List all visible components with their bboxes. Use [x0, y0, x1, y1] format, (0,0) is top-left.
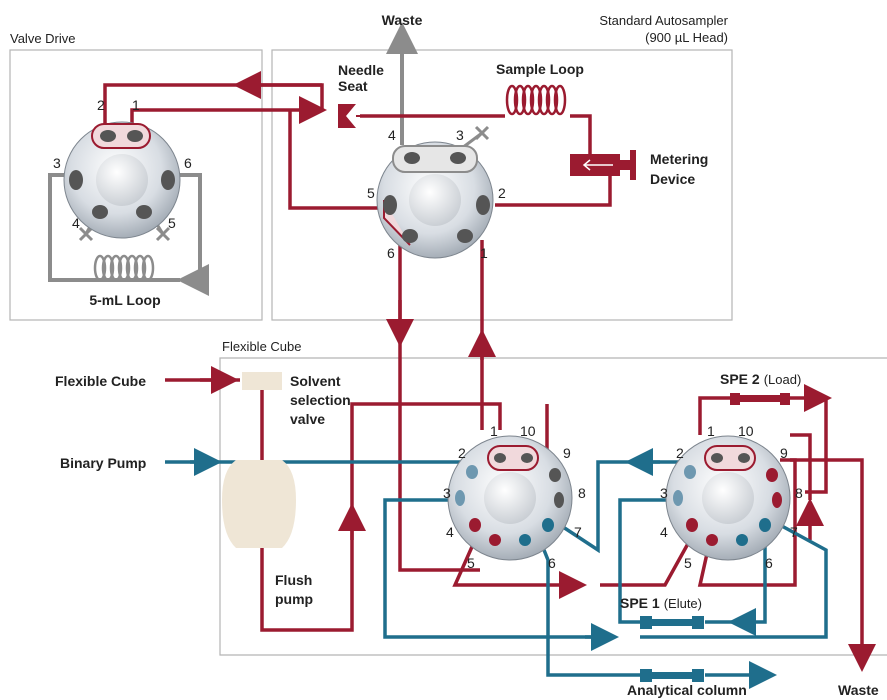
spe2-cartridge-icon [730, 393, 790, 405]
port-a-9: 9 [563, 445, 571, 461]
port-vd-1: 1 [132, 97, 140, 113]
v10b-8-line [790, 433, 812, 500]
analytical-column-icon [640, 669, 704, 682]
label-metering-2: Device [650, 171, 695, 187]
v10a3-to-v10b [383, 498, 612, 639]
label-binary-pump: Binary Pump [60, 455, 146, 471]
needle-seat-icon [338, 104, 362, 128]
label-flexible-cube-in: Flexible Cube [55, 373, 146, 389]
spe1-cartridge-icon [640, 616, 704, 629]
spe1-return [705, 540, 767, 624]
port-a-10: 10 [520, 423, 536, 439]
vd-to-as5 [288, 110, 380, 210]
port-a-8: 8 [578, 485, 586, 501]
v10b4-line [600, 539, 692, 587]
port-a-5: 5 [467, 555, 475, 571]
label-sample-loop: Sample Loop [496, 61, 584, 77]
red-lines [103, 71, 876, 672]
label-spe1: SPE 1(Elute) [620, 595, 702, 611]
ten-port-valve-a [447, 435, 573, 561]
waste-bottom-line [790, 458, 876, 672]
valve-drive-box [9, 49, 263, 321]
valve-drive-valve [63, 121, 181, 239]
port-b-5: 5 [684, 555, 692, 571]
ten-port-valve-b [665, 435, 791, 561]
label-5ml-loop: 5-mL Loop [89, 292, 160, 308]
port-b-2: 2 [676, 445, 684, 461]
sample-loop-coil-icon [505, 84, 567, 116]
loop-5ml-coil-icon [93, 254, 155, 282]
label-flush-1: Flush [275, 572, 312, 588]
solvent-selection-valve-icon [242, 372, 282, 390]
as6-down [398, 238, 480, 572]
port-a-7: 7 [574, 524, 582, 540]
port-as-2: 2 [498, 185, 506, 201]
port-b-8: 8 [795, 485, 803, 501]
label-analytical-column: Analytical column [627, 682, 747, 698]
flush-pump-icon [222, 460, 296, 548]
port-as-3: 3 [456, 127, 464, 143]
label-needle-2: Seat [338, 78, 368, 94]
port-vd-5: 5 [168, 215, 176, 231]
port-a-1: 1 [490, 423, 498, 439]
vd1-to-needle [130, 96, 327, 130]
port-vd-6: 6 [184, 155, 192, 171]
loop-5ml-return [168, 173, 209, 296]
v10a5-to-v10b [452, 539, 587, 599]
port-b-10: 10 [738, 423, 754, 439]
as2-to-meter [495, 170, 612, 207]
label-flush-2: pump [275, 591, 313, 607]
metering-device-icon [570, 150, 636, 180]
port-b-7: 7 [790, 524, 798, 540]
port-as-5: 5 [367, 185, 375, 201]
label-std-autosampler-1: Standard Autosampler [599, 13, 728, 28]
v10b7-to-col [640, 523, 828, 639]
port-b-6: 6 [765, 555, 773, 571]
label-solvent-3: valve [290, 411, 325, 427]
label-metering-1: Metering [650, 151, 708, 167]
flexible-cube-box [219, 357, 887, 656]
port-as-4: 4 [388, 127, 396, 143]
autosampler-valve [376, 141, 494, 259]
v10b3-to-spe1 [618, 498, 690, 624]
label-needle-1: Needle [338, 62, 384, 78]
label-waste-top: Waste [382, 12, 423, 28]
port-b-3: 3 [660, 485, 668, 501]
port-vd-3: 3 [53, 155, 61, 171]
blue-lines [165, 448, 828, 689]
label-waste-bottom: Waste [838, 682, 879, 698]
port-b-1: 1 [707, 423, 715, 439]
port-vd-2: 2 [97, 97, 105, 113]
label-flexible-cube-box: Flexible Cube [222, 339, 302, 354]
label-std-autosampler-2: (900 µL Head) [645, 30, 728, 45]
port-a-6: 6 [548, 555, 556, 571]
port-b-9: 9 [780, 445, 788, 461]
port-a-3: 3 [443, 485, 451, 501]
label-solvent-1: Solvent [290, 373, 341, 389]
port-as-1: 1 [480, 245, 488, 261]
label-spe2: SPE 2(Load) [720, 371, 801, 387]
label-solvent-2: selection [290, 392, 351, 408]
autosampler-box [271, 49, 733, 321]
port-a-4: 4 [446, 524, 454, 540]
port-a-2: 2 [458, 445, 466, 461]
port-vd-4: 4 [72, 215, 80, 231]
label-valve-drive: Valve Drive [10, 31, 76, 46]
port-b-4: 4 [660, 524, 668, 540]
port-as-6: 6 [387, 245, 395, 261]
sample-loop-line [360, 114, 592, 155]
